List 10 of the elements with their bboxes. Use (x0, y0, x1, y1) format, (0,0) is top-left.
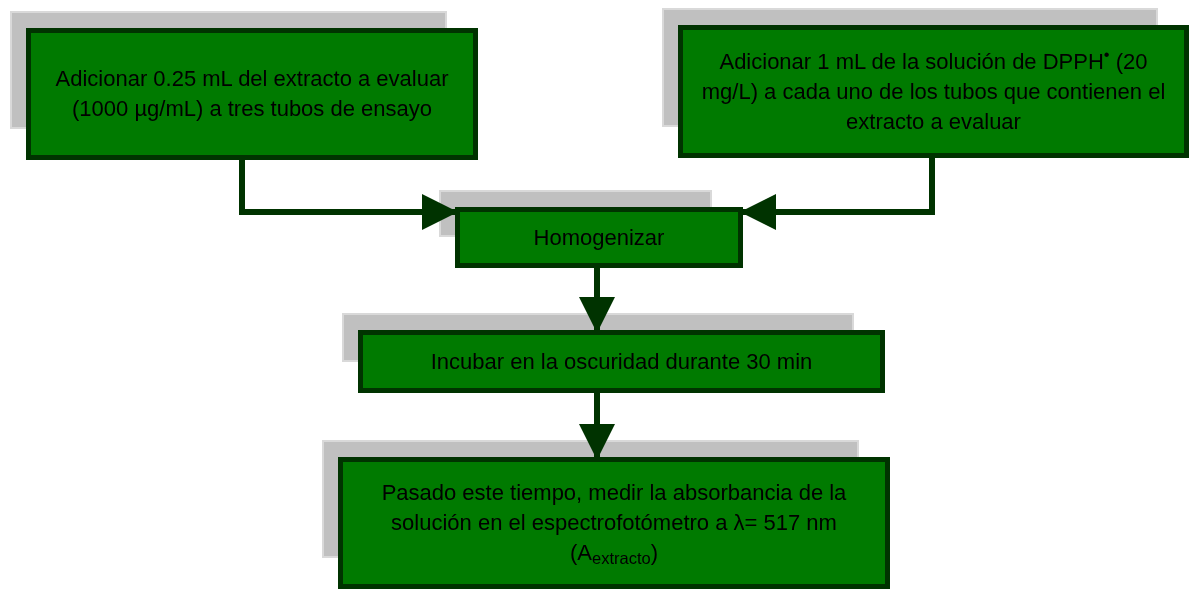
process-box (455, 207, 743, 268)
step-text: Adicionar 0.25 mL del extracto a evaluar (1000 µg/mL) a tres tubos de ensayo (54, 65, 450, 123)
step-text: Adicionar 1 mL de la solución de DPPH$^{•}$ (20 mg/L) a cada uno de los tubos que contienen el extracto a evaluar (700, 46, 1167, 136)
process-box (26, 28, 478, 160)
process-box (358, 330, 885, 393)
step-text: Pasado este tiempo, medir la absorbancia de la solución en el espectrofotómetro a λ= 517 nm (A$_{extracto}$) (380, 479, 848, 568)
step-text: Incubar en la oscuridad durante 30 min (430, 347, 813, 376)
process-box (678, 25, 1189, 158)
process-box (338, 457, 890, 589)
step-text: Homogenizar (533, 223, 665, 252)
